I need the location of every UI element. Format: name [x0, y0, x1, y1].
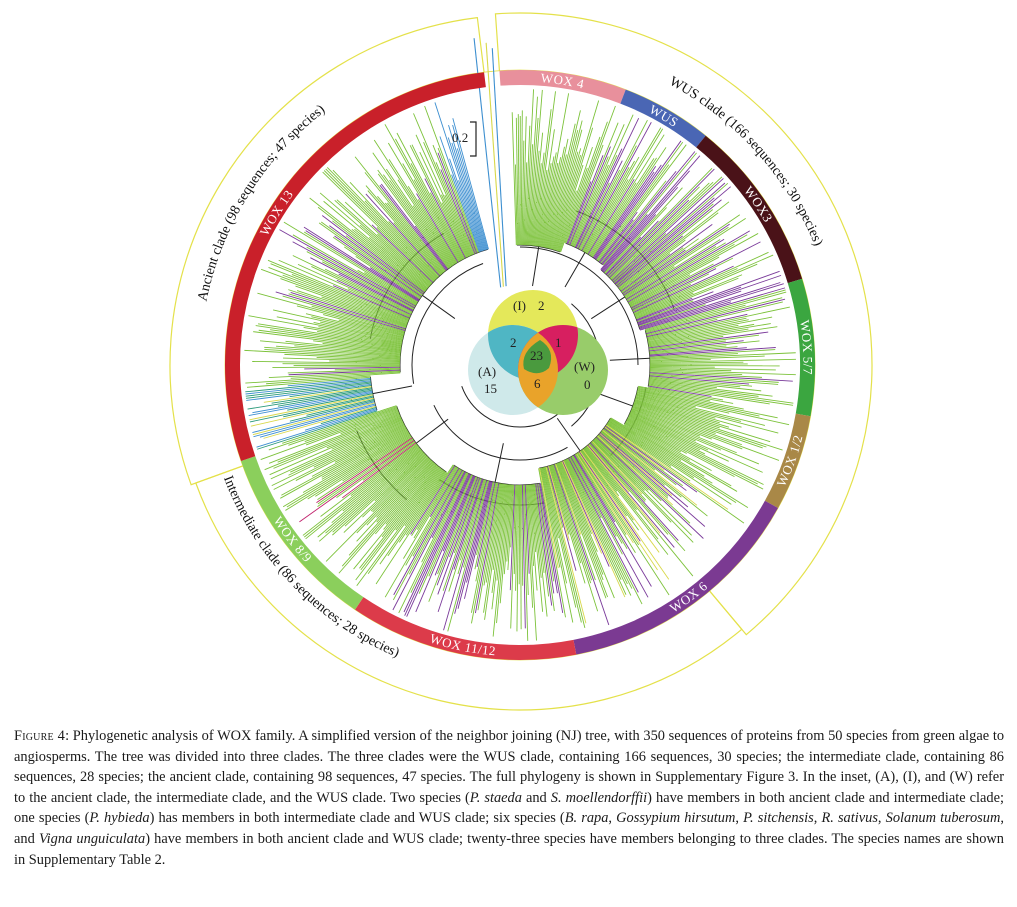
bracket-intermediate-clade [195, 465, 743, 711]
caption-text-3: ) have members in both ancient clade and… [14, 789, 1004, 827]
tree-branches [244, 38, 796, 641]
scale-bar-label: 0.2 [452, 130, 468, 145]
bracket-wus-clade [494, 12, 873, 636]
ring-segment-wox6 [573, 500, 779, 655]
species-moellendorffii: S. moellendorffii [550, 789, 648, 806]
species-vigna: Vigna unguiculata [38, 830, 146, 847]
species-sativus: R. sativus [821, 810, 878, 827]
venn-count-ancient-only: 15 [484, 381, 497, 396]
caption-text-9: , and [14, 810, 1004, 847]
ring-segment-wus [620, 89, 706, 148]
figure-caption: Figure 4: Phylogenetic analysis of WOX f… [14, 726, 1004, 870]
venn-label-ancient: (A) [478, 364, 496, 379]
species-gossypium: Gossypium hirsutum [616, 810, 736, 827]
caption-text-5: , [608, 810, 617, 827]
ring-segment-wox4 [499, 70, 626, 104]
venn-diagram: (I) 2 (A) 15 (W) 0 2 1 6 23 [468, 290, 608, 415]
venn-count-intermediate-wus: 1 [555, 335, 562, 350]
venn-count-wus-only: 0 [584, 377, 591, 392]
venn-count-intermediate-only: 2 [538, 298, 545, 313]
caption-text-6: , [735, 810, 744, 827]
ring-label-wox6: WOX 6 [667, 578, 710, 615]
venn-count-ancient-intermediate: 2 [510, 335, 517, 350]
species-rapa: B. rapa [564, 810, 609, 827]
ring-segment-wox1112 [355, 597, 577, 660]
ring-label-wox3: WOX3 [741, 183, 776, 225]
species-staeda: P. staeda [469, 789, 522, 806]
ring-segment-wox12 [764, 413, 811, 509]
ring-label-wox57: WOX 5/7 [797, 319, 815, 375]
caption-text-2: and [521, 789, 551, 806]
clade-label-ancient: Ancient clade (98 sequences; 47 species) [196, 102, 329, 303]
venn-region-all [523, 340, 552, 374]
venn-count-all: 23 [530, 348, 543, 363]
ring-segment-wox57 [787, 278, 816, 417]
venn-label-wus: (W) [574, 359, 595, 374]
caption-text-4: ) has members in both intermediate clade… [149, 810, 565, 827]
species-sitchensis: P. sitchensis [743, 810, 814, 827]
species-solanum: Solanum tuberosum [885, 810, 1001, 827]
scale-bar: 0.2 [452, 121, 477, 157]
ring-label-wox13: WOX 13 [257, 187, 297, 238]
ring-segment-wox3 [696, 135, 803, 284]
caption-text-10: ) have members in both ancient clade and… [14, 830, 1004, 868]
caption-text-8: , [877, 810, 886, 827]
venn-label-intermediate: (I) [513, 298, 526, 313]
ring-label-wox12: WOX 1/2 [774, 433, 806, 489]
species-hybieda: P. hybieda [89, 810, 150, 827]
venn-count-ancient-wus: 6 [534, 376, 541, 391]
subfamily-color-ring [224, 70, 816, 660]
ring-label-wox4: WOX 4 [540, 70, 586, 91]
clade-label-wus: WUS clade (166 sequences; 30 species) [667, 74, 826, 248]
bracket-ancient-clade [169, 16, 485, 486]
caption-text-1: : Phylogenetic analysis of WOX family. A… [14, 728, 1005, 806]
ring-segment-wox89 [241, 456, 364, 610]
figure-label: Figure 4 [14, 728, 66, 744]
caption-text-7: , [813, 810, 822, 827]
